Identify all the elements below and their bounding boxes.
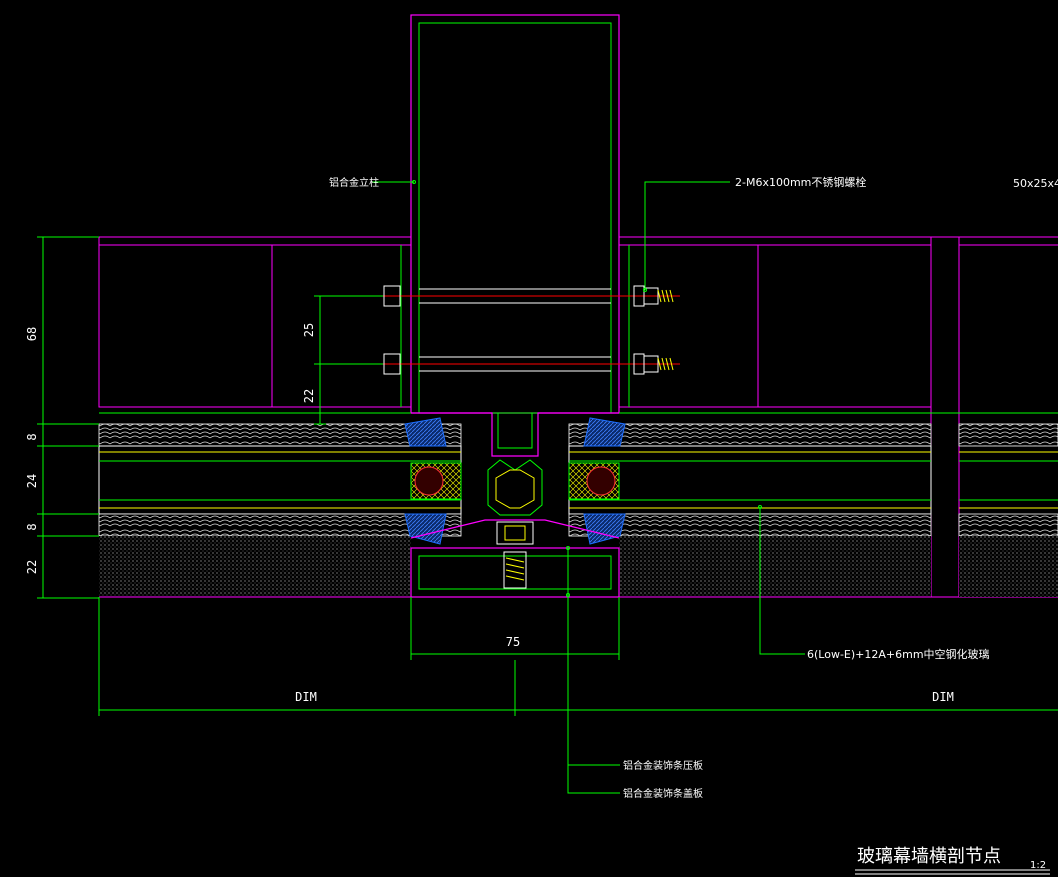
dim-8-lower: 8 xyxy=(25,523,39,530)
dim-68: 68 xyxy=(25,327,39,341)
dim-dim-left: DIM xyxy=(295,690,317,704)
label-bolts: 2-M6x100mm不锈钢螺栓 xyxy=(735,175,866,189)
drawing-scale: 1:2 xyxy=(1030,860,1046,871)
connector-blocks xyxy=(98,236,1058,598)
label-glass: 6(Low-E)+12A+6mm中空钢化玻璃 xyxy=(807,647,990,661)
dim-8-upper: 8 xyxy=(25,433,39,440)
label-mullion: 铝合金立柱 xyxy=(329,176,379,189)
dim-22-upper: 22 xyxy=(302,389,316,403)
label-cover-plate: 铝合金装饰条盖板 xyxy=(623,787,703,800)
label-press-plate: 铝合金装饰条压板 xyxy=(623,759,703,772)
bolt-upper xyxy=(383,285,680,307)
dim-75: 75 xyxy=(506,635,520,649)
dim-25: 25 xyxy=(302,323,316,337)
dim-dim-right: DIM xyxy=(932,690,954,704)
drawing-title: 玻璃幕墙横剖节点 xyxy=(857,846,1001,867)
dim-22-lower: 22 xyxy=(25,560,39,574)
dimension-chain-left xyxy=(37,236,383,599)
title-block: 玻璃幕墙横剖节点 1:2 xyxy=(855,846,1050,875)
dimension-bottom xyxy=(98,597,1058,716)
glass-panel-right xyxy=(568,412,1058,598)
gaskets xyxy=(404,417,626,545)
aluminium-mullion xyxy=(410,14,620,414)
label-tube-right: 50x25x4 xyxy=(1013,177,1058,190)
glass-panel-left xyxy=(98,412,462,598)
aluminium-cover-plate xyxy=(410,547,620,598)
bolt-lower xyxy=(383,353,680,375)
dim-24: 24 xyxy=(25,474,39,488)
leader-lines xyxy=(372,180,805,794)
